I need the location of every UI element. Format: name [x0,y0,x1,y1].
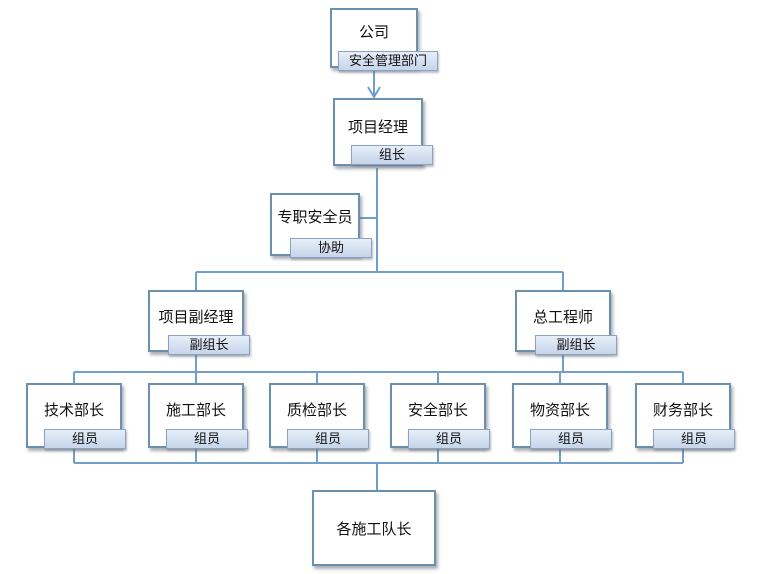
node-title: 施工部长 [165,401,226,419]
node-title: 财务部长 [652,401,713,419]
node-title: 专职安全员 [277,208,353,226]
node-tag: 协助 [290,238,372,258]
node-tag: 组员 [408,429,490,449]
node-title: 物资部长 [529,401,590,419]
node-title: 公司 [358,23,389,41]
node-tag: 组员 [653,429,735,449]
node-title: 项目副经理 [158,308,234,326]
node-title: 安全部长 [407,401,468,419]
arrow-head-icon [367,86,381,99]
node-tag: 副组长 [535,335,617,355]
node-title: 总工程师 [532,308,593,326]
node-title: 项目经理 [347,118,408,136]
node-tag: 组员 [166,429,248,449]
node-tag: 组员 [287,429,369,449]
node-tag: 组员 [530,429,612,449]
node-team-leaders: 各施工队长 [312,490,436,566]
node-tag: 安全管理部门 [338,51,438,71]
node-title: 技术部长 [43,401,104,419]
node-tag: 组长 [351,145,433,165]
node-title: 各施工队长 [336,520,412,538]
node-tag: 副组长 [168,335,250,355]
node-tag: 组员 [44,429,126,449]
node-title: 质检部长 [286,401,347,419]
